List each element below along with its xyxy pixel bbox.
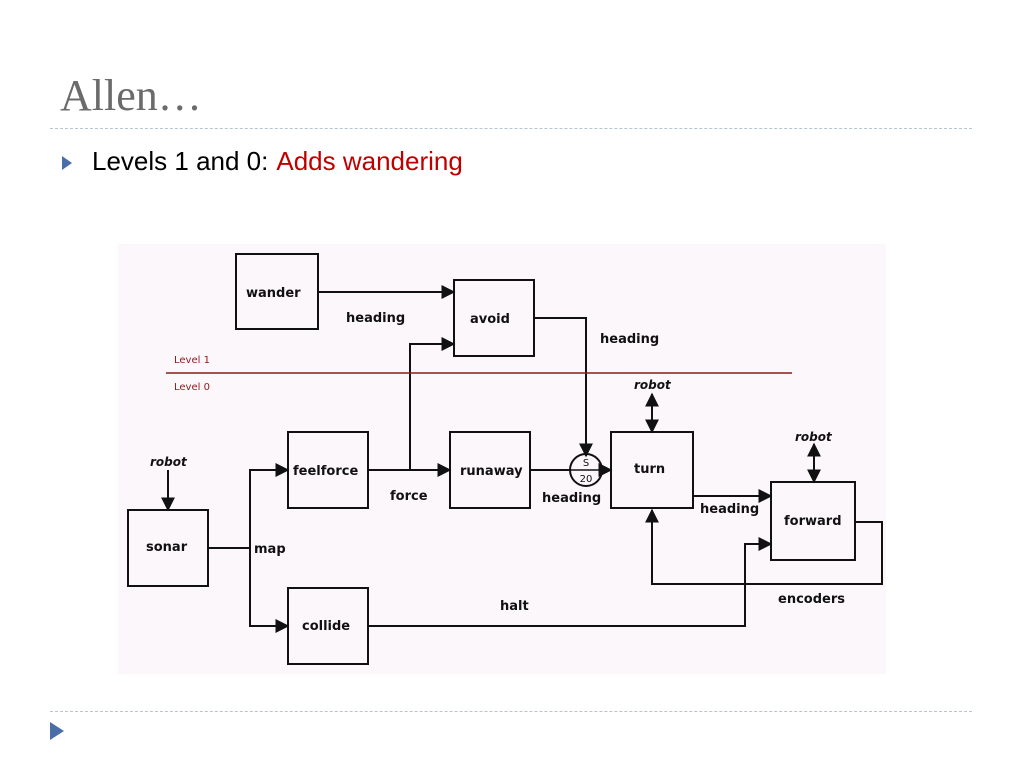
- bullet-highlight: Adds wandering: [276, 146, 463, 176]
- heading-label-turn: heading: [700, 502, 759, 517]
- heading-label-avoid: heading: [600, 332, 659, 347]
- bullet-text: Levels 1 and 0:: [92, 146, 269, 176]
- title-divider: [50, 128, 972, 129]
- suppressor-top-label: S: [583, 458, 589, 469]
- level0-label: Level 0: [174, 382, 210, 393]
- feelforce-label: feelforce: [293, 464, 358, 479]
- wander-label: wander: [246, 286, 301, 301]
- subsumption-diagram: wander avoid feelforce runaway turn forw…: [118, 244, 886, 674]
- slide-title: Allen…: [60, 71, 202, 120]
- force-to-avoid-arrow: [409, 337, 456, 470]
- heading-label-wander: heading: [346, 311, 405, 326]
- halt-label: halt: [500, 599, 529, 614]
- sonar-label: sonar: [146, 540, 188, 555]
- map-label: map: [254, 542, 286, 557]
- robot-label-forward: robot: [795, 430, 833, 444]
- next-slide-icon[interactable]: [50, 722, 64, 745]
- bullet-item: Levels 1 and 0: Adds wandering: [62, 146, 463, 177]
- suppressor-bottom-label: 20: [580, 474, 593, 485]
- turn-label: turn: [634, 462, 665, 477]
- collide-label: collide: [302, 619, 350, 634]
- map-to-feelforce-arrow: [249, 463, 290, 548]
- footer-divider: [50, 711, 972, 712]
- heading-label-runaway: heading: [542, 491, 601, 506]
- map-to-collide-arrow: [249, 548, 290, 633]
- avoid-label: avoid: [470, 312, 510, 327]
- robot-label-sonar: robot: [150, 455, 188, 469]
- force-label: force: [390, 489, 428, 504]
- triangle-bullet-icon: [62, 146, 80, 177]
- robot-label-turn: robot: [634, 378, 672, 392]
- forward-label: forward: [784, 514, 842, 529]
- runaway-label: runaway: [460, 464, 523, 479]
- avoid-to-suppressor-arrow: [534, 317, 593, 458]
- encoders-label: encoders: [778, 592, 845, 607]
- level1-label: Level 1: [174, 355, 210, 366]
- encoders-feedback-arrow: [645, 508, 883, 585]
